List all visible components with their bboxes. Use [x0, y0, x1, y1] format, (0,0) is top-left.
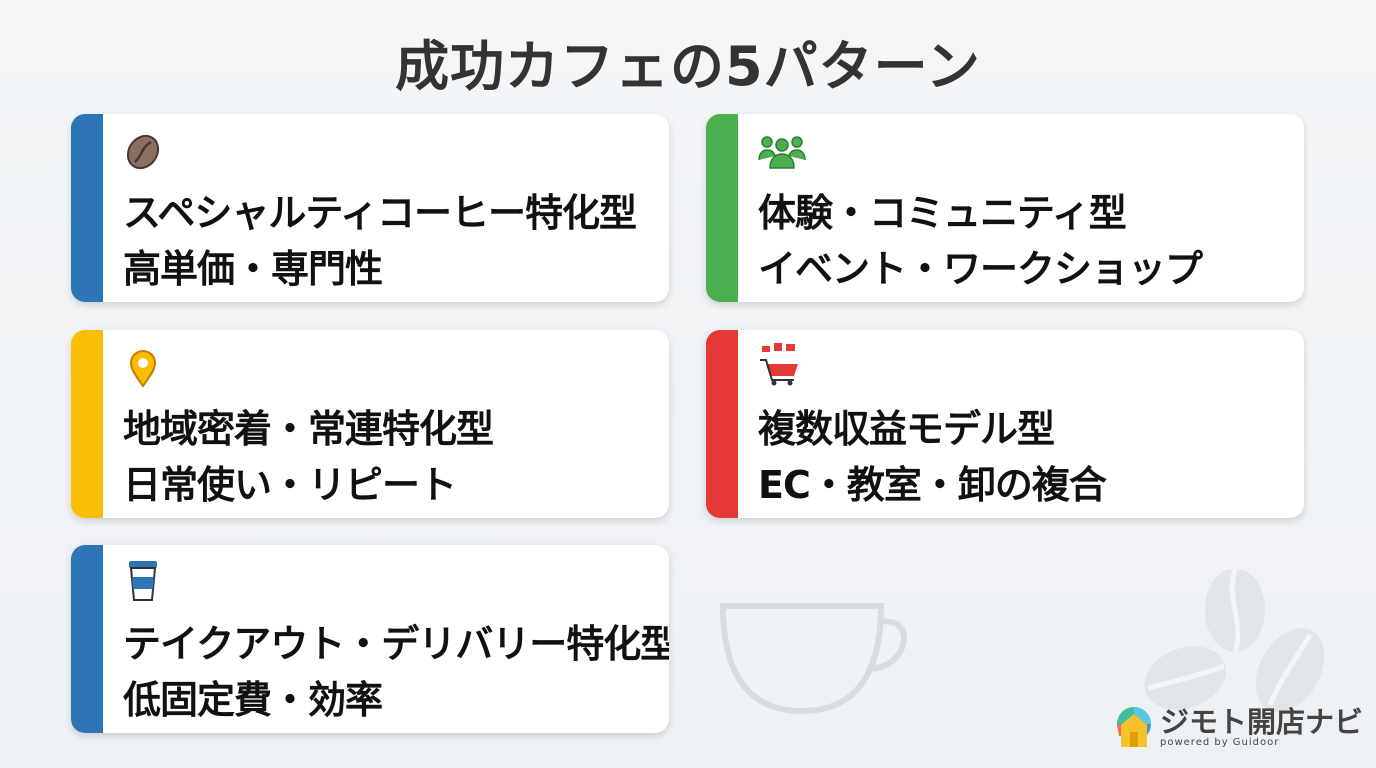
accent-bar — [71, 114, 103, 302]
brand-logo: ジモト開店ナビ powered by Guidoor — [1114, 706, 1363, 750]
accent-bar — [706, 330, 738, 518]
pattern-card-community: 体験・コミュニティ型 イベント・ワークショップ — [706, 114, 1304, 302]
card-title: 地域密着・常連特化型 — [123, 407, 494, 451]
coffee-bean-icon — [126, 134, 160, 170]
map-pin-icon — [129, 350, 157, 388]
pattern-card-multi-revenue: 複数収益モデル型 EC・教室・卸の複合 — [706, 330, 1304, 518]
coffee-beans-decoration-icon — [1144, 570, 1325, 712]
logo-name: ジモト開店ナビ — [1160, 705, 1364, 739]
card-subtitle: イベント・ワークショップ — [758, 247, 1203, 291]
card-title: スペシャルティコーヒー特化型 — [123, 191, 637, 235]
pattern-card-local: 地域密着・常連特化型 日常使い・リピート — [71, 330, 669, 518]
accent-bar — [71, 330, 103, 518]
accent-bar — [706, 114, 738, 302]
card-title: 体験・コミュニティ型 — [758, 191, 1127, 235]
coffee-cup-decoration-icon — [719, 603, 908, 715]
shopping-cart-icon — [760, 343, 798, 386]
card-subtitle: 低固定費・効率 — [123, 678, 383, 722]
page-title: 成功カフェの5パターン — [395, 35, 981, 98]
logo-house-pin-icon — [1117, 707, 1151, 747]
card-subtitle: 高単価・専門性 — [123, 247, 383, 291]
card-subtitle: 日常使い・リピート — [123, 463, 457, 507]
accent-bar — [71, 545, 103, 733]
takeaway-cup-icon — [129, 561, 157, 601]
card-title: 複数収益モデル型 — [758, 407, 1055, 451]
pattern-card-specialty: スペシャルティコーヒー特化型 高単価・専門性 — [71, 114, 669, 302]
pattern-card-takeout: テイクアウト・デリバリー特化型 低固定費・効率 — [71, 545, 669, 733]
people-group-icon — [758, 136, 806, 169]
card-subtitle: EC・教室・卸の複合 — [758, 463, 1107, 507]
card-title: テイクアウト・デリバリー特化型 — [123, 622, 669, 666]
logo-tagline: powered by Guidoor — [1160, 737, 1280, 748]
